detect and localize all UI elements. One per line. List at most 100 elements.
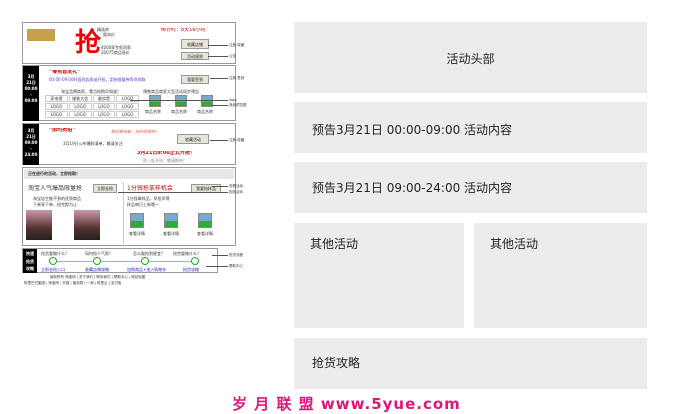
slogan: 聚划算请客，抢到就赚到！ bbox=[111, 129, 159, 134]
step-circle-icon bbox=[93, 257, 101, 265]
section-label: 其他活动 bbox=[310, 237, 359, 251]
logo-cell[interactable]: LOGO bbox=[116, 111, 139, 118]
favorite-activity-button[interactable]: 收藏活动 bbox=[177, 134, 209, 144]
desc: 淘宝店主推不到的优质商品 bbox=[33, 196, 81, 201]
image-placeholder-icon[interactable] bbox=[149, 95, 161, 107]
preview-2-section: 3月 21日 09:00 - 24:00 “限时抢拍” 聚划算请客，抢到就赚到！… bbox=[22, 123, 236, 165]
left-title: 淘宝人气爆品限量抢 bbox=[28, 185, 83, 192]
section-label: 其他活动 bbox=[490, 237, 539, 251]
logo-grid: 家电馆 服装大会 美妆馆 LOGO LOGO LOGO LOGO LOGO LO… bbox=[45, 95, 139, 118]
footer-links[interactable]: 版权所有 淘宝网 | 关于我们 | 联系我们 | 帮助中心 | 网站地图 bbox=[50, 275, 146, 279]
image-placeholder-icon[interactable] bbox=[201, 95, 213, 107]
time: 00:00 - 09:00 bbox=[24, 86, 38, 103]
line2: 20075商品低价 bbox=[101, 50, 130, 55]
caption: 商品名称 bbox=[145, 109, 161, 114]
title: 正在进行的活动，立即抢购！ bbox=[28, 171, 80, 176]
logo-cell[interactable]: LOGO bbox=[45, 111, 68, 118]
logo-cell[interactable]: LOGO bbox=[92, 103, 116, 110]
logo-cell[interactable]: LOGO bbox=[68, 103, 92, 110]
note: 注册-收藏 bbox=[229, 138, 245, 142]
desc: 00:00-09:00时段到店即送开抢，定制限量券等你领取 bbox=[49, 77, 146, 82]
image-placeholder-icon[interactable] bbox=[198, 213, 212, 228]
sub2: 预售商品商家大型活动同步预告 bbox=[143, 89, 199, 94]
note: logo bbox=[229, 98, 237, 102]
question: 抢货要做什么？ bbox=[41, 251, 69, 256]
step-circle-icon bbox=[191, 257, 199, 265]
guide-section: 快速 抢货 攻略 抢货要做什么？ 如何抢人气款？ 怎么能抢到便宜？ 抢完要做什么… bbox=[22, 248, 218, 273]
guide-link[interactable]: 收藏店铺攻略 bbox=[85, 267, 109, 272]
note: 注册-签到 bbox=[229, 76, 245, 80]
section-activity-header: 活动头部 bbox=[294, 22, 647, 93]
preview-1-section: 3月 21日 00:00 - 09:00 “零点首发礼” 00:00-09:00… bbox=[22, 65, 236, 121]
logo-cell[interactable]: LOGO bbox=[116, 103, 139, 110]
caption: 商品名称 bbox=[171, 109, 187, 114]
product-photo[interactable] bbox=[74, 210, 100, 240]
time: 09:00 - 24:00 bbox=[24, 140, 38, 157]
note: 公告 bbox=[229, 54, 236, 58]
logo-cell[interactable]: 美妆馆 bbox=[92, 95, 116, 102]
favorite-shop-button[interactable]: 收藏店铺 bbox=[181, 39, 209, 49]
note: 商品预览图 bbox=[229, 103, 247, 107]
guide-link[interactable]: 抢货攻略 bbox=[183, 267, 199, 272]
desc: 下单享下单，抢完即为止 bbox=[33, 202, 77, 207]
sub: 淘宝品牌商家，零点抢购早知道！ bbox=[61, 89, 121, 94]
sub1: 精选库 bbox=[97, 27, 109, 32]
step-circle-icon bbox=[49, 257, 57, 265]
question: 怎么能抢到便宜？ bbox=[133, 251, 165, 256]
open-notice: 3月21日9:00正式开抢！ bbox=[137, 151, 195, 156]
section-label: 抢货攻略 bbox=[312, 356, 361, 370]
image-placeholder-icon[interactable] bbox=[130, 213, 144, 228]
date-time: 3月 21日 00:00 - 09:00 bbox=[23, 66, 39, 121]
desc: 1分钱拿样品，早抢早得 bbox=[127, 196, 170, 201]
right-title: 1分钱抢拿样机会 bbox=[127, 185, 173, 192]
desc: 样品每日上新哦~ bbox=[127, 202, 159, 207]
section-other-right: 其他活动 bbox=[474, 223, 647, 328]
caption: 商品名称 bbox=[197, 109, 213, 114]
small-text: 距一起开抢，敬请期待！ bbox=[143, 158, 187, 163]
image-placeholder-icon[interactable] bbox=[164, 213, 178, 228]
caption: 查看详情 bbox=[129, 231, 145, 236]
image-placeholder-icon[interactable] bbox=[175, 95, 187, 107]
step-circle-icon bbox=[141, 257, 149, 265]
note: 查看活动 bbox=[229, 184, 243, 188]
product-photo[interactable] bbox=[26, 210, 52, 240]
note: 相关活动 bbox=[229, 190, 243, 194]
date: 3月 21日 bbox=[26, 74, 36, 85]
rules-button[interactable]: 活动规则 bbox=[181, 52, 209, 60]
guide-label: 快速 抢货 攻略 bbox=[23, 249, 37, 273]
guide-link[interactable]: 加购商品+加入购物车 bbox=[127, 267, 167, 272]
desc: 3月19日公布爆款清单，敬请关注 bbox=[63, 141, 123, 146]
question: 抢完要做什么？ bbox=[173, 251, 201, 256]
section-label: 活动头部 bbox=[446, 52, 495, 66]
header-section: 抢 精选库 限本价 4000家专柜同款 20075商品低价 倒计时：8天16小时… bbox=[22, 22, 236, 64]
sub2: 限本价 bbox=[103, 32, 115, 37]
caption: 查看详情 bbox=[197, 231, 213, 236]
note: 抢货流程 bbox=[229, 253, 243, 257]
date-time: 3月 21日 09:00 - 24:00 bbox=[23, 124, 39, 165]
section-guide: 抢货攻略 bbox=[294, 338, 647, 389]
section-preview-1: 预告3月21日 00:00-09:00 活动内容 bbox=[294, 102, 647, 153]
watermark: 岁 月 联 盟 www.5yue.com bbox=[232, 395, 461, 413]
logo-cell[interactable]: LOGO bbox=[45, 103, 68, 110]
section-label: 预告3月21日 00:00-09:00 活动内容 bbox=[312, 123, 513, 137]
logo-cell[interactable]: 家电馆 bbox=[45, 95, 68, 102]
note: 注册-收藏 bbox=[229, 43, 245, 47]
footer-links[interactable]: 阿里巴巴集团 | 淘宝网 | 天猫 | 聚划算 | 一淘 | 阿里云 | 支付宝 bbox=[24, 281, 122, 285]
countdown: 倒计时：8天16小时 bbox=[161, 28, 206, 33]
logo bbox=[27, 29, 55, 41]
line1: 4000家专柜同款 bbox=[101, 45, 132, 50]
grab-now-button[interactable]: 立即去抢 bbox=[93, 184, 117, 193]
logo-cell[interactable]: LOGO bbox=[116, 95, 139, 102]
caption: 查看详情 bbox=[163, 231, 179, 236]
section-label: 预告3月21日 09:00-24:00 活动内容 bbox=[312, 181, 513, 195]
logo-cell[interactable]: LOGO bbox=[92, 111, 116, 118]
title: “限时抢拍” bbox=[49, 128, 76, 133]
logo-cell[interactable]: LOGO bbox=[68, 111, 92, 118]
signin-button[interactable]: 我要签到 bbox=[181, 75, 209, 84]
guide-link[interactable]: 立即去抢入口 bbox=[41, 267, 65, 272]
section-other-left: 其他活动 bbox=[294, 223, 464, 328]
logo-cell[interactable]: 服装大会 bbox=[68, 95, 92, 102]
section-preview-2: 预告3月21日 09:00-24:00 活动内容 bbox=[294, 162, 647, 213]
title: “零点首发礼” bbox=[49, 70, 81, 75]
note: 帮助中心 bbox=[229, 264, 243, 268]
